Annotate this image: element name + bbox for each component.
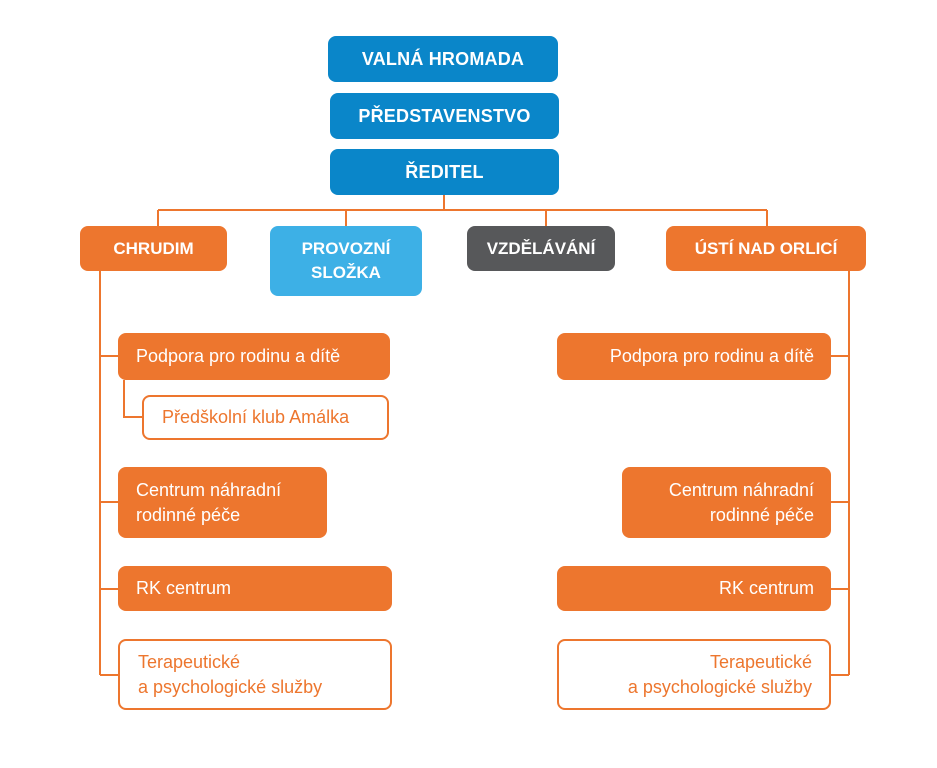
provozni-slozka-label: PROVOZNÍ SLOŽKA [301, 239, 391, 282]
connector-podpora-klub [123, 380, 142, 418]
chrudim-centrum-box: Centrum náhradní rodinné péče [118, 467, 327, 538]
usti-terapeuticke-box: Terapeutické a psychologické služby [557, 639, 831, 710]
usti-centrum-box: Centrum náhradní rodinné péče [622, 467, 831, 538]
predstavenstvo-box: PŘEDSTAVENSTVO [330, 93, 559, 139]
chrudim-klub-box: Předškolní klub Amálka [142, 395, 389, 440]
vzdelavani-label: VZDĚLÁVÁNÍ [486, 238, 596, 258]
chrudim-terapeuticke-label: Terapeutické a psychologické služby [138, 651, 323, 697]
predstavenstvo-label: PŘEDSTAVENSTVO [358, 105, 531, 126]
usti-rk-box: RK centrum [557, 566, 831, 611]
usti-rk-label: RK centrum [718, 578, 814, 598]
valna-hromada-label: VALNÁ HROMADA [361, 48, 525, 69]
reditel-box: ŘEDITEL [330, 149, 559, 195]
usti-podpora-label: Podpora pro rodinu a dítě [609, 346, 814, 366]
usti-terapeuticke-label: Terapeutické a psychologické služby [627, 651, 812, 697]
usti-podpora-box: Podpora pro rodinu a dítě [557, 333, 831, 380]
usti-nad-orlici-box: ÚSTÍ NAD ORLICÍ [666, 226, 866, 271]
valna-hromada-box: VALNÁ HROMADA [328, 36, 558, 82]
chrudim-terapeuticke-box: Terapeutické a psychologické služby [118, 639, 392, 710]
vzdelavani-box: VZDĚLÁVÁNÍ [467, 226, 615, 271]
usti-nad-orlici-label: ÚSTÍ NAD ORLICÍ [694, 238, 838, 258]
reditel-label: ŘEDITEL [405, 161, 484, 182]
chrudim-podpora-box: Podpora pro rodinu a dítě [118, 333, 390, 380]
usti-centrum-label: Centrum náhradní rodinné péče [668, 479, 814, 525]
chrudim-centrum-label: Centrum náhradní rodinné péče [136, 479, 282, 525]
chrudim-klub-label: Předškolní klub Amálka [162, 407, 350, 427]
chrudim-label: CHRUDIM [113, 238, 194, 258]
chrudim-podpora-label: Podpora pro rodinu a dítě [136, 346, 341, 366]
chrudim-rk-label: RK centrum [136, 578, 232, 598]
provozni-slozka-box: PROVOZNÍ SLOŽKA [270, 226, 422, 296]
chrudim-rk-box: RK centrum [118, 566, 392, 611]
chrudim-box: CHRUDIM [80, 226, 227, 271]
